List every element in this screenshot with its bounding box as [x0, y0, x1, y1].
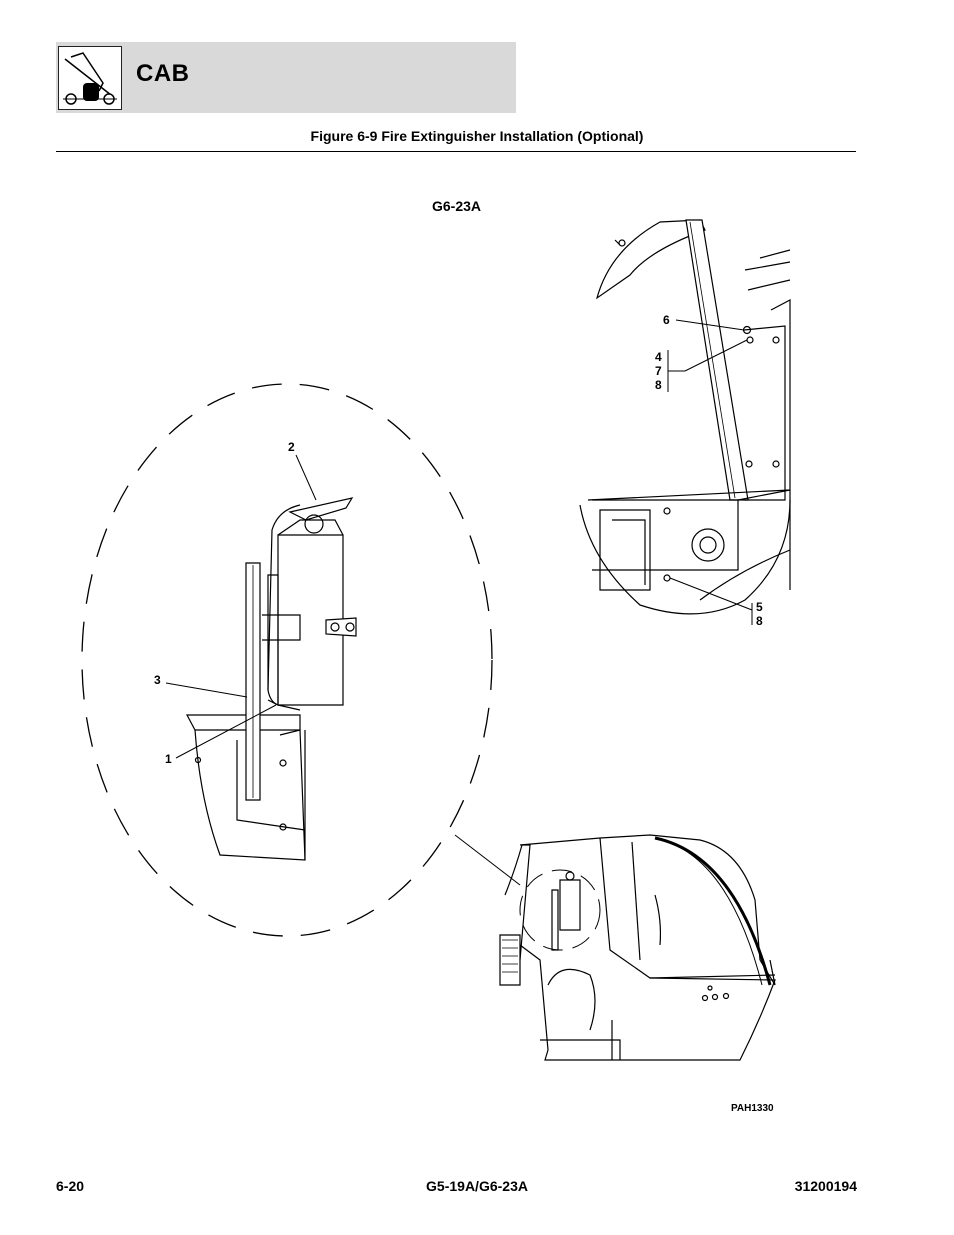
page-number: 6-20	[56, 1178, 85, 1194]
extinguisher-bracket-detail	[186, 497, 357, 861]
section-header-band	[56, 42, 516, 113]
section-title: CAB	[136, 60, 190, 87]
detail-pointer-line	[454, 834, 521, 886]
callout-2: 2	[288, 440, 295, 454]
callout-6: 6	[663, 313, 670, 327]
callout-leaders-top	[667, 319, 753, 625]
figure-caption: Figure 6-9 Fire Extinguisher Installatio…	[310, 128, 644, 144]
callout-leaders-detail	[165, 454, 317, 759]
telehandler-logo-icon	[58, 46, 122, 110]
figure-id: PAH1330	[731, 1103, 774, 1114]
callout-3: 3	[154, 673, 161, 687]
callout-5: 5	[756, 600, 763, 614]
callout-7: 7	[655, 364, 662, 378]
callout-8: 8	[655, 378, 662, 392]
footer-model: G5-19A/G6-23A	[426, 1178, 528, 1194]
cab-pillar-detail	[579, 219, 791, 615]
cab-overview	[499, 834, 776, 1061]
doc-number: 31200194	[794, 1178, 857, 1194]
header-divider	[56, 151, 856, 152]
callout-1: 1	[165, 752, 172, 766]
detail-enlargement-circle	[81, 383, 493, 937]
callout-4: 4	[655, 350, 662, 364]
callout-8: 8	[756, 614, 763, 628]
model-label: G6-23A	[432, 198, 482, 214]
